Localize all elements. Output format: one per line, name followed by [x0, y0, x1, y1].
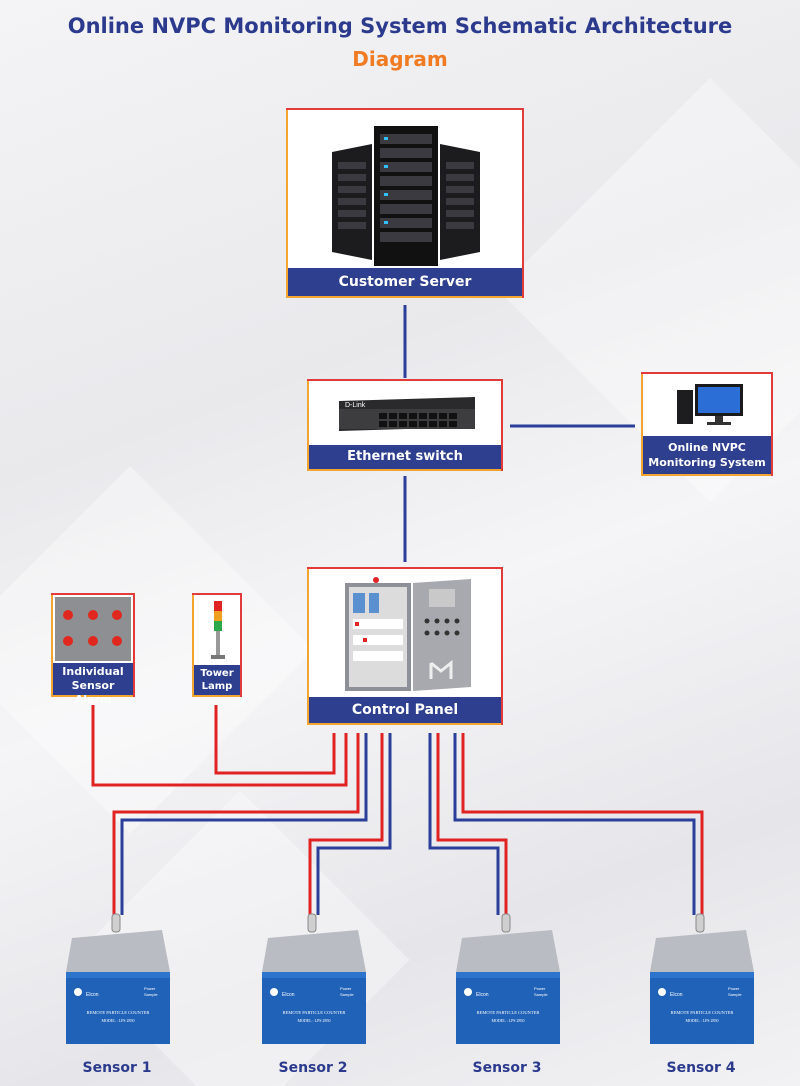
- sensor-label-3: Sensor 3: [472, 1060, 542, 1076]
- wire-sensor1-red: [112, 733, 360, 915]
- wire-lamp: [214, 705, 336, 775]
- sensor-status-power: Power: [144, 986, 156, 991]
- sensor-status-sample: Sample: [144, 992, 158, 997]
- sensor-model-text: MODEL : LPS 2850: [685, 1018, 718, 1023]
- sensor-status-power: Power: [534, 986, 546, 991]
- monitoring-label-line1: Online NVPC: [668, 441, 746, 454]
- ethernet-switch-node: D-Link Ethernet switch: [307, 379, 503, 471]
- wire-sensor4-blue: [453, 733, 696, 915]
- server-rack-icon: [332, 126, 480, 266]
- wire-sensor2-red: [308, 733, 384, 915]
- sensor-device-text: REMOTE PARTICLE COUNTER: [87, 1010, 150, 1015]
- wire-sensor1-blue: [120, 733, 368, 915]
- desktop-computer-icon: [677, 384, 743, 425]
- sensor-label-2: Sensor 2: [278, 1060, 348, 1076]
- switch-brand-text: D-Link: [345, 402, 366, 409]
- sensor-label-4: Sensor 4: [666, 1060, 736, 1076]
- tower-lamp-label: Tower Lamp: [194, 665, 240, 695]
- sensor-brand-text: Elcon: [86, 992, 99, 998]
- sensor-device-text: REMOTE PARTICLE COUNTER: [477, 1010, 540, 1015]
- sensor-status-sample: Sample: [728, 992, 742, 997]
- diagram-title: Online NVPC Monitoring System Schematic …: [67, 14, 733, 38]
- wire-alarm: [91, 705, 348, 787]
- customer-server-node: Customer Server: [286, 108, 524, 298]
- wire-sensor2-blue: [316, 733, 392, 915]
- sensor-alarm-node: Individual Sensor Alarm: [51, 593, 135, 706]
- alarm-label-line1: Individual: [62, 665, 124, 678]
- sensor-brand-text: Elcon: [476, 992, 489, 998]
- sensor-status-sample: Sample: [340, 992, 354, 997]
- lamp-label-line2: Lamp: [201, 681, 233, 692]
- monitoring-system-node: Online NVPC Monitoring System: [641, 372, 773, 476]
- wire-sensor3-red: [436, 733, 508, 915]
- particle-counter-icon: Elcon Power Sample REMOTE PARTICLE COUNT…: [456, 913, 560, 1044]
- sensor-device-3: Elcon Power Sample REMOTE PARTICLE COUNT…: [452, 908, 564, 1068]
- control-panel-label: Control Panel: [309, 697, 501, 723]
- sensor-status-power: Power: [728, 986, 740, 991]
- sensor-device-2: Elcon Power Sample REMOTE PARTICLE COUNT…: [258, 908, 370, 1068]
- sensor-brand-text: Elcon: [282, 992, 295, 998]
- particle-counter-icon: Elcon Power Sample REMOTE PARTICLE COUNT…: [262, 913, 366, 1044]
- sensor-device-4: Elcon Power Sample REMOTE PARTICLE COUNT…: [646, 908, 758, 1068]
- alarm-label-line2: Sensor Alarm: [71, 679, 115, 706]
- sensor-alarm-label: Individual Sensor Alarm: [53, 663, 133, 706]
- ethernet-switch-label: Ethernet switch: [309, 445, 501, 469]
- sensor-status-sample: Sample: [534, 992, 548, 997]
- sensor-brand-text: Elcon: [670, 992, 683, 998]
- tower-lamp-icon: [211, 601, 225, 659]
- diagram-subtitle: Diagram: [352, 47, 448, 71]
- wire-sensor3-blue: [428, 733, 500, 915]
- sensor-device-1: Elcon Power Sample REMOTE PARTICLE COUNT…: [62, 908, 174, 1068]
- sensor-model-text: MODEL : LPS 2850: [297, 1018, 330, 1023]
- sensor-device-text: REMOTE PARTICLE COUNTER: [283, 1010, 346, 1015]
- sensor-label-1: Sensor 1: [82, 1060, 152, 1076]
- particle-counter-icon: Elcon Power Sample REMOTE PARTICLE COUNT…: [66, 913, 170, 1044]
- particle-counter-icon: Elcon Power Sample REMOTE PARTICLE COUNT…: [650, 913, 754, 1044]
- sensor-device-text: REMOTE PARTICLE COUNTER: [671, 1010, 734, 1015]
- network-switch-icon: D-Link: [339, 397, 475, 431]
- sensor-model-text: MODEL : LPS 2850: [491, 1018, 524, 1023]
- wire-sensor4-red: [461, 733, 704, 915]
- control-cabinet-icon: [345, 577, 471, 691]
- sensor-status-power: Power: [340, 986, 352, 991]
- lamp-label-line1: Tower: [200, 668, 234, 679]
- alarm-panel-icon: [55, 597, 131, 661]
- customer-server-label: Customer Server: [288, 268, 522, 296]
- sensor-model-text: MODEL : LPS 2850: [101, 1018, 134, 1023]
- monitoring-label-line2: Monitoring System: [648, 456, 766, 469]
- control-panel-node: Control Panel: [307, 567, 503, 725]
- tower-lamp-node: Tower Lamp: [192, 593, 242, 697]
- monitoring-system-label: Online NVPC Monitoring System: [643, 436, 771, 474]
